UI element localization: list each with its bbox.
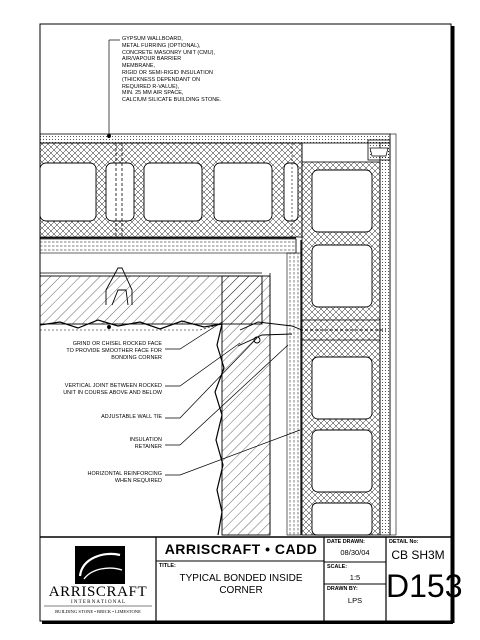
date-label: DATE DRAWN:	[327, 539, 365, 545]
title-block-frame	[40, 536, 451, 621]
material-line: (THICKNESS DEPENDANT ON	[122, 76, 201, 83]
cmu-core	[311, 244, 373, 308]
stone-veneer-vertical	[221, 275, 271, 536]
callout-line: INSULATION	[129, 437, 162, 443]
cmu-core	[311, 429, 373, 493]
drawing-title-line: CORNER	[219, 585, 263, 596]
cmu-core-partial	[311, 502, 373, 536]
material-line: AIR/VAPOUR BARRIER	[122, 56, 182, 63]
cmu-core	[143, 162, 203, 222]
material-line: MEMBRANE,	[122, 63, 156, 70]
company-banner: ARRISCRAFT • CADD	[164, 541, 318, 557]
arriscraft-logo-icon	[44, 546, 152, 607]
callout-line: ADJUSTABLE WALL TIE	[101, 414, 162, 420]
rigid-insulation-horizontal	[39, 238, 297, 254]
callout-line: BONDING CORNER	[111, 354, 162, 361]
gypsum-board-top	[39, 133, 391, 144]
gypsum-board-right	[379, 142, 391, 536]
scale-value: 1:5	[349, 573, 361, 582]
drawn-by-label: DRAWN BY:	[327, 586, 358, 592]
material-line: RIGID OR SEMI-RIGID INSULATION	[122, 69, 213, 76]
callout-line: HORIZONTAL REINFORCING	[87, 471, 162, 477]
cmu-core	[311, 169, 373, 233]
logo-wordmark: ARRISCRAFT	[48, 584, 148, 600]
material-line: GYPSUM WALLBOARD,	[122, 36, 183, 42]
logo-subline: I N T E R N A T I O N A L	[70, 600, 126, 605]
detail-code: CB SH3M	[391, 548, 445, 562]
corner-bead-detail	[291, 139, 391, 237]
date-value: 08/30/04	[340, 548, 370, 557]
cmu-core	[105, 162, 135, 222]
callout-vertical-joint: VERTICAL JOINT BETWEEN ROCKED UNIT IN CO…	[40, 383, 162, 397]
material-line: REQUIRED R-VALUE),	[122, 83, 180, 90]
callout-line: UNIT IN COURSE ABOVE AND BELOW	[63, 389, 162, 396]
callout-reinforcing: HORIZONTAL REINFORCING WHEN REQUIRED	[40, 471, 162, 485]
detail-label: DETAIL No:	[389, 539, 419, 545]
material-line: MIN. 25 MM AIR SPACE,	[122, 90, 184, 97]
material-line: CONCRETE MASONRY UNIT (CMU),	[122, 49, 216, 56]
cmu-core	[213, 162, 273, 222]
callout-grind: GRIND OR CHISEL ROCKED FACE TO PROVIDE S…	[40, 341, 162, 361]
scale-label: SCALE:	[327, 564, 348, 570]
detail-number: D153	[386, 568, 463, 604]
cmu-core	[39, 162, 97, 222]
cmu-core-partial	[283, 162, 299, 222]
material-line: CALCIUM SILICATE BUILDING STONE.	[122, 97, 222, 104]
vertical-wall-assembly	[40, 133, 397, 536]
leader-lines	[107, 39, 301, 476]
logo-tagline: BUILDING STONE • BRICK • LIMESTONE	[55, 609, 141, 614]
callout-line: TO PROVIDE SMOOTHER FACE FOR	[66, 347, 162, 354]
title-label: TITLE:	[159, 563, 176, 569]
callout-line: WHEN REQUIRED	[114, 477, 162, 484]
drawn-by-value: LPS	[347, 596, 363, 605]
adjustable-wall-tie	[105, 267, 303, 347]
material-callout: GYPSUM WALLBOARD, METAL FURRING (OPTIONA…	[122, 36, 221, 104]
callout-line: VERTICAL JOINT BETWEEN ROCKED	[64, 383, 162, 389]
drawing-title: TYPICAL BONDED INSIDE CORNER	[160, 573, 322, 597]
rigid-insulation-vertical	[286, 252, 302, 536]
callout-line: GRIND OR CHISEL ROCKED FACE	[72, 341, 162, 347]
cmu-core	[311, 356, 373, 420]
material-line: METAL FURRING (OPTIONAL),	[122, 42, 201, 49]
callout-line: RETAINER	[134, 443, 162, 450]
callout-insulation-retainer: INSULATION RETAINER	[40, 437, 162, 451]
callout-wall-tie: ADJUSTABLE WALL TIE	[40, 414, 162, 421]
drawing-title-line: TYPICAL BONDED INSIDE	[179, 573, 303, 584]
